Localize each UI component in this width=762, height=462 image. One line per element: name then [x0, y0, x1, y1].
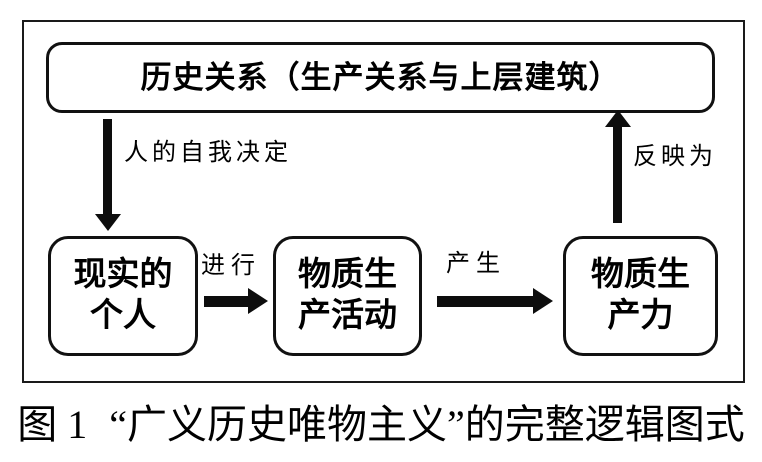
box-historical-relations-label: 历史关系（生产关系与上层建筑）	[140, 60, 621, 95]
edge-label-carry-out: 进行	[201, 253, 261, 279]
figure-caption-title: “广义历史唯物主义”的完整逻辑图式	[109, 402, 745, 447]
down-arrow-shaft	[103, 119, 112, 217]
box-material-production-activity: 物质生 产活动	[273, 236, 422, 356]
edge-label-self-determination: 人的自我决定	[124, 140, 292, 166]
right-arrow-1-head-icon	[248, 288, 268, 314]
box-material-production-activity-line2: 产活动	[298, 298, 397, 334]
right-arrow-1-shaft	[204, 296, 249, 307]
box-real-individuals: 现实的 个人	[48, 236, 198, 356]
box-material-production-activity-line1: 物质生	[298, 257, 397, 293]
down-arrow-head-icon	[95, 214, 121, 231]
edge-label-reflects-as: 反映为	[633, 144, 717, 170]
edge-label-produce: 产生	[446, 251, 506, 277]
box-real-individuals-line2: 个人	[90, 298, 156, 334]
box-real-individuals-line1: 现实的	[73, 257, 173, 293]
box-material-productive-forces-line2: 产力	[607, 298, 674, 334]
box-material-productive-forces-line1: 物质生	[591, 257, 690, 293]
box-material-productive-forces: 物质生 产力	[563, 236, 718, 356]
right-arrow-2-shaft	[437, 296, 534, 307]
right-arrow-2-head-icon	[533, 288, 553, 314]
figure-caption-number: 图 1	[17, 402, 88, 447]
up-arrow-head-icon	[605, 110, 631, 127]
figure-caption: 图 1 “广义历史唯物主义”的完整逻辑图式	[0, 401, 762, 449]
up-arrow-shaft	[613, 126, 622, 223]
box-historical-relations: 历史关系（生产关系与上层建筑）	[46, 42, 715, 113]
